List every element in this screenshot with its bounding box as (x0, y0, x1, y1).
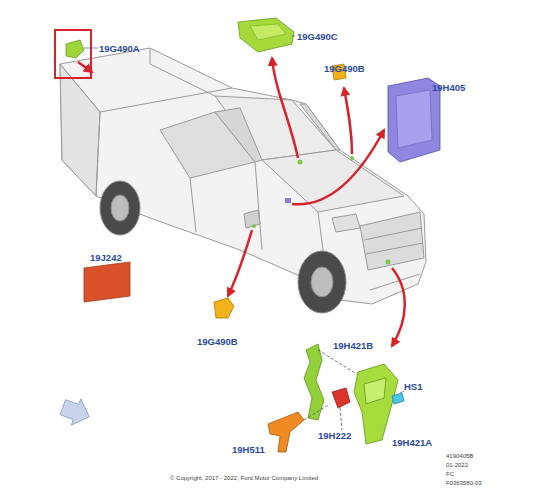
module-19g490c (238, 18, 294, 52)
callout-number: 19H421A (392, 437, 432, 448)
callout-number: 19G490C (297, 31, 338, 42)
drawing-number: F0363580-03 (446, 480, 482, 486)
label-text: F0363580-03 (446, 480, 482, 486)
wheels (100, 181, 346, 313)
label-text: HS1 (404, 381, 422, 392)
label-text: 19G490B (197, 336, 238, 347)
label-19j242 (84, 262, 130, 302)
callout-number: 19J242 (90, 252, 122, 263)
label-text: 19H405 (432, 82, 465, 93)
drawing-number: 4190405B (446, 453, 473, 459)
label-text: 19H222 (318, 430, 351, 441)
view-arrow (58, 394, 94, 430)
label-text: 4190405B (446, 453, 473, 459)
label-text: 01-2022 (446, 462, 468, 468)
label-text: 19H421A (392, 437, 432, 448)
location-dots (252, 156, 391, 265)
label-text: 19G490A (99, 43, 140, 54)
callout-number: 19G490A (99, 43, 140, 54)
drawing-date: 01-2022 (446, 462, 468, 468)
label-text: 19G490B (324, 63, 365, 74)
callout-number: 19H511 (232, 444, 265, 455)
callout-number: 19H405 (432, 82, 465, 93)
label-text: FC (446, 471, 454, 477)
highlight-frame (55, 30, 91, 78)
leader-lines (84, 36, 404, 393)
bracket-assembly (268, 344, 404, 452)
label-text: 19J242 (90, 252, 122, 263)
callout-number: HS1 (404, 381, 422, 392)
module-19g490a (66, 40, 84, 58)
copyright-note: © Copyright, 2017 - 2022, Ford Motor Com… (170, 475, 318, 481)
truck-body (60, 48, 426, 304)
callout-number: 19G490B (197, 336, 238, 347)
sensor-19g490b-lower (214, 298, 234, 318)
callout-number: 19H421B (333, 340, 373, 351)
location-arrows (78, 58, 405, 346)
callout-number: 19G490B (324, 63, 365, 74)
label-text: © Copyright, 2017 - 2022, Ford Motor Com… (170, 475, 318, 481)
label-text: 19H511 (232, 444, 265, 455)
drawing-code: FC (446, 471, 454, 477)
callout-number: 19H222 (318, 430, 351, 441)
label-text: 19H421B (333, 340, 373, 351)
label-text: 19G490C (297, 31, 338, 42)
